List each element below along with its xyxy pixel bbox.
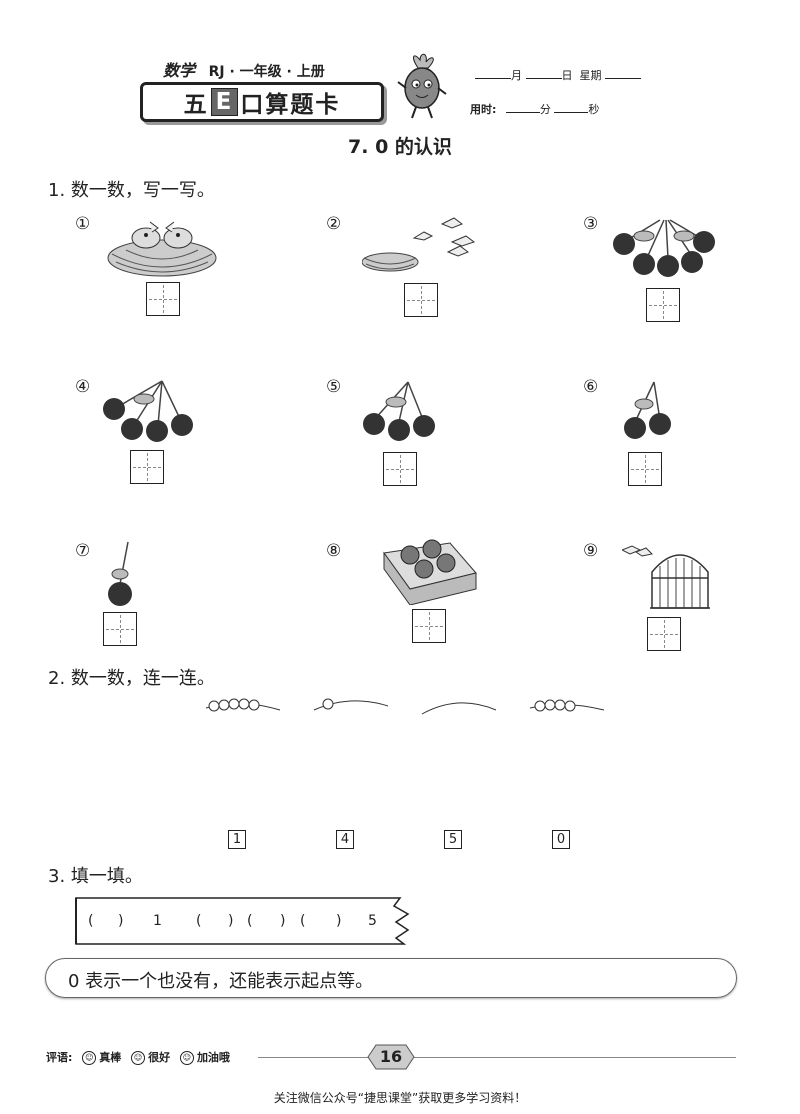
lesson-title: 7. 0 的认识 bbox=[348, 136, 452, 158]
item-label: ⑦ bbox=[75, 541, 91, 561]
answer-box[interactable] bbox=[383, 452, 417, 486]
time-label: 用时: bbox=[470, 103, 497, 116]
day-blank[interactable] bbox=[525, 68, 562, 79]
ruler-number: 1 bbox=[153, 913, 162, 929]
item-label: ⑨ bbox=[583, 541, 599, 561]
q1-title: 1. 数一数，写一写。 bbox=[48, 180, 215, 201]
ruler-slot-close: ) bbox=[280, 913, 286, 929]
card-title-e: E bbox=[210, 88, 239, 116]
item-label: ④ bbox=[75, 377, 91, 397]
item-label: ⑥ bbox=[583, 377, 599, 397]
ruler-slot-open: ( bbox=[300, 913, 306, 929]
page-number: 16 bbox=[379, 1047, 403, 1066]
eval-option: 加油哦 bbox=[196, 1051, 230, 1064]
card-title: 五 E 口算题卡 bbox=[140, 82, 384, 122]
cherries-4-icon bbox=[103, 380, 193, 442]
item-label: ⑧ bbox=[326, 541, 342, 561]
number-card[interactable]: 5 bbox=[444, 830, 462, 849]
answer-box[interactable] bbox=[646, 288, 680, 322]
time-line: 用时: 分 秒 bbox=[470, 101, 599, 117]
ruler-slot-open: ( bbox=[196, 913, 202, 929]
ruler-slot-open: ( bbox=[88, 913, 94, 929]
item-label: ⑤ bbox=[326, 377, 342, 397]
cherries-5-icon bbox=[613, 219, 715, 277]
answer-box[interactable] bbox=[412, 609, 446, 643]
date-line: 月 日 星期 bbox=[475, 67, 641, 83]
happy-face-icon[interactable]: ☺ bbox=[131, 1051, 146, 1065]
cheer-face-icon[interactable]: ☺ bbox=[179, 1051, 194, 1065]
apple-box-icon bbox=[383, 539, 477, 605]
bead-string-1[interactable] bbox=[313, 698, 389, 711]
bead-string-5[interactable] bbox=[205, 698, 281, 712]
bead-string-0[interactable] bbox=[421, 702, 497, 715]
empty-nest-birds-icon bbox=[362, 217, 476, 272]
day-label: 日 bbox=[561, 69, 573, 82]
grade-label: RJ · 一年级 · 上册 bbox=[208, 64, 325, 80]
week-blank[interactable] bbox=[605, 68, 641, 79]
ruler-slot-close: ) bbox=[118, 913, 124, 929]
cherry-1-icon bbox=[108, 541, 132, 606]
footer-text: 关注微信公众号“捷思课堂”获取更多学习资料！ bbox=[273, 1091, 527, 1105]
number-ruler bbox=[75, 897, 410, 945]
q2-title: 2. 数一数，连一连。 bbox=[48, 668, 215, 689]
ruler-slot-open: ( bbox=[247, 913, 253, 929]
month-label: 月 bbox=[511, 69, 522, 82]
item-label: ② bbox=[326, 214, 342, 234]
number-card[interactable]: 0 bbox=[552, 830, 570, 849]
ruler-slot-close: ) bbox=[228, 913, 234, 929]
ruler-slot-close: ) bbox=[336, 913, 342, 929]
eval-option: 真棒 bbox=[99, 1051, 122, 1064]
number-card[interactable]: 4 bbox=[336, 830, 354, 849]
subject-line: 数学 RJ · 一年级 · 上册 bbox=[163, 57, 325, 81]
minute-label: 分 bbox=[539, 103, 551, 116]
minute-blank[interactable] bbox=[505, 102, 540, 113]
second-blank[interactable] bbox=[554, 102, 589, 113]
divider bbox=[258, 1057, 368, 1058]
card-title-b: 口算题卡 bbox=[240, 92, 341, 118]
card-title-a: 五 bbox=[183, 92, 209, 118]
month-blank[interactable] bbox=[475, 68, 511, 79]
evaluation-row: 评语: ☺真棒 ☺很好 ☺加油哦 bbox=[46, 1049, 230, 1065]
divider bbox=[414, 1057, 736, 1058]
item-label: ① bbox=[75, 214, 91, 234]
week-label: 星期 bbox=[579, 69, 602, 82]
birdcage-icon bbox=[622, 545, 710, 609]
page-number-badge bbox=[367, 1044, 415, 1070]
cherries-2-icon bbox=[624, 381, 671, 439]
bead-strings bbox=[205, 698, 605, 715]
answer-box[interactable] bbox=[628, 452, 662, 486]
item-label: ③ bbox=[583, 214, 599, 234]
answer-box[interactable] bbox=[647, 617, 681, 651]
bird-nest-icon bbox=[107, 221, 217, 277]
tip-text: 0 表示一个也没有，还能表示起点等。 bbox=[68, 971, 374, 992]
tip-box: 0 表示一个也没有，还能表示起点等。 bbox=[45, 958, 737, 998]
ruler-number: 5 bbox=[368, 913, 377, 929]
number-card[interactable]: 1 bbox=[228, 830, 246, 849]
answer-box[interactable] bbox=[103, 612, 137, 646]
answer-box[interactable] bbox=[404, 283, 438, 317]
answer-box[interactable] bbox=[146, 282, 180, 316]
radish-mascot-icon bbox=[397, 53, 447, 119]
q3-title: 3. 填一填。 bbox=[48, 866, 143, 887]
answer-box[interactable] bbox=[130, 450, 164, 484]
second-label: 秒 bbox=[588, 103, 600, 116]
eval-option: 很好 bbox=[148, 1051, 171, 1064]
subject-label: 数学 bbox=[163, 61, 196, 80]
cherries-3-icon bbox=[363, 381, 435, 441]
smile-face-icon[interactable]: ☺ bbox=[82, 1051, 97, 1065]
evaluation-label: 评语: bbox=[46, 1051, 73, 1064]
bead-string-4[interactable] bbox=[529, 699, 605, 712]
